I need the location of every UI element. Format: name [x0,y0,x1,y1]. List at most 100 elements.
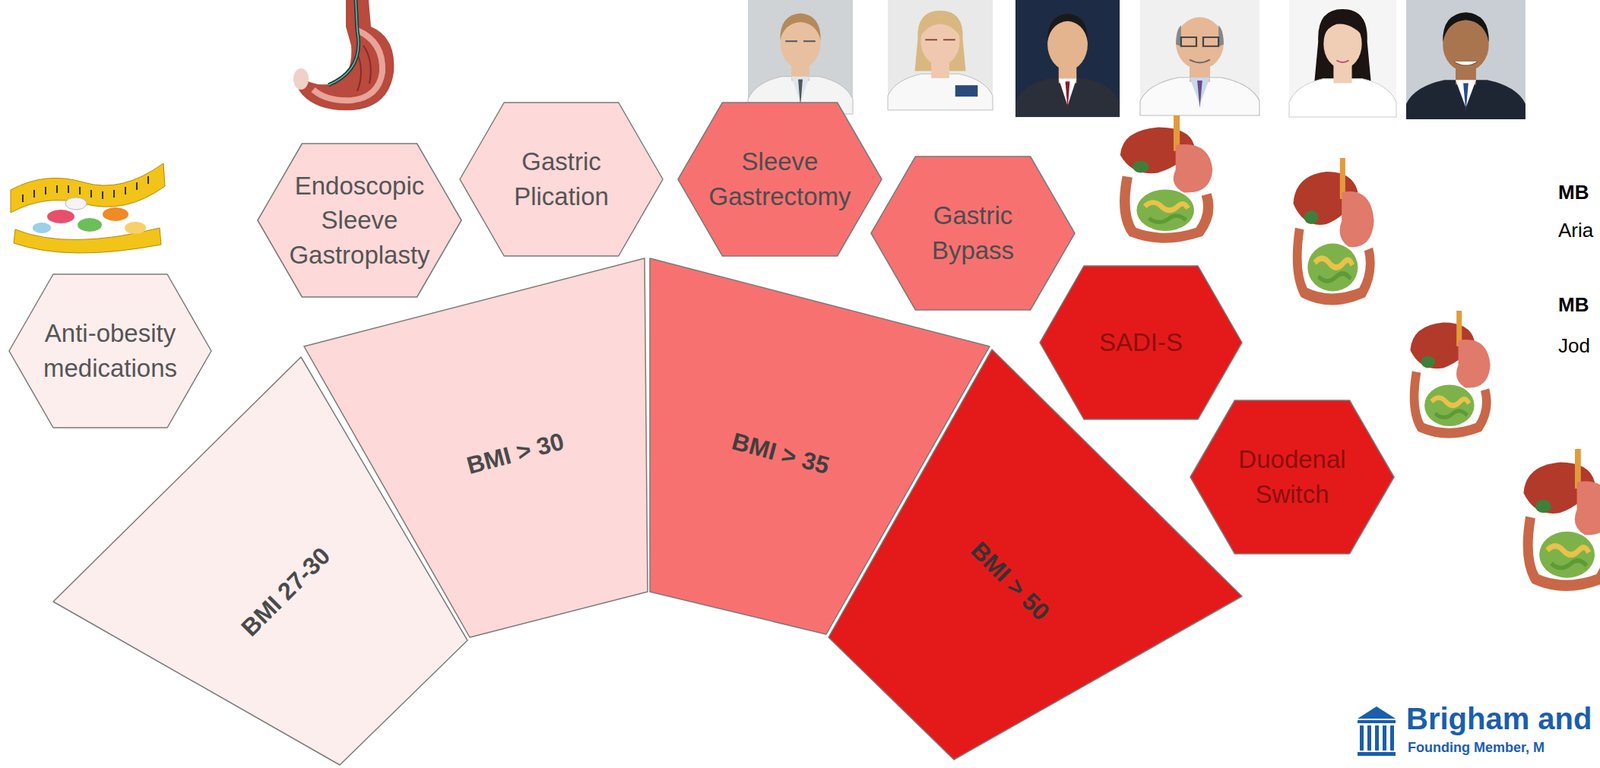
logo-icon-part [1357,706,1396,720]
bmi-band: BMI > 50 [828,349,1242,761]
endoscope-stomach-illustration-part [328,0,359,86]
procedure-name: Gastric Plication [485,144,638,214]
headshot-photo-part [1015,0,1120,118]
logo-icon-part [1357,752,1396,757]
headshot-photo-part [955,85,979,97]
logo-icon-part [1357,720,1396,724]
headshot-photo-part [1047,13,1088,42]
headshot-photo [1406,0,1526,120]
hexagon-shape [678,102,882,257]
headshot-photo-part [1313,9,1372,91]
hexagon-outline [8,273,213,429]
procedure-hexagon: Sleeve Gastrectomy [677,101,883,257]
tape-pills-illustration-part [22,176,149,203]
procedure-name: SADI-S [1099,325,1183,361]
headshot-photo-part [1336,60,1349,63]
logo-icon-part [1359,725,1364,751]
tape-pills-illustration-part [65,197,87,210]
headshot-photo-part [779,12,821,41]
hexagon-outline [459,101,664,257]
headshot-photo-part [1175,25,1224,46]
headshot-photo-part [1140,0,1260,116]
headshot-photo-part [1442,12,1490,43]
procedure-hexagon: Anti-obesity medications [8,273,213,429]
endoscope-stomach-illustration-part [297,0,395,111]
logo-icon-part [1390,725,1395,751]
headshot-photo-part [1289,78,1397,118]
headshot-photo-part [1323,16,1362,37]
headshot-photo-part [925,38,955,41]
band-shape [828,349,1242,761]
label-slot: Jod [1558,334,1591,359]
label-slot: MB [1558,293,1589,317]
headshot-photo [1289,0,1397,118]
side-heading: MB [1558,293,1589,317]
headshot-photo [887,0,993,111]
headshot-photo-part [1015,78,1120,118]
bmi-band: BMI > 30 [304,258,648,638]
procedure-name: Endoscopic Sleeve Gastroplasty [283,168,436,273]
hexagon-shape [459,102,663,257]
headshot-photo-part [1463,82,1469,111]
headshot-photo [1015,0,1120,118]
logo-text: Brigham and [1406,700,1592,738]
tape-pills-illustration-part [77,218,102,232]
headshot-photo-part [1197,80,1203,108]
band-outline [828,349,1242,761]
tape-pills-illustration-part [102,207,129,222]
headshot-photo [747,0,853,115]
headshot-photo-part [1189,59,1211,63]
logo-icon-part [1375,725,1379,751]
endoscope-stomach-illustration-part [328,0,359,86]
endoscope-stomach-illustration-part [293,68,309,90]
procedure-name: Sleeve Gastrectomy [703,144,856,214]
procedure-name: Anti-obesity medications [34,316,187,386]
headshot-photo-part [747,0,853,115]
hexagon-shape [257,143,462,298]
procedure-hexagon: Gastric Bypass [870,155,1076,311]
tape-pills-illustration-part [32,222,51,234]
band-shape [304,258,648,638]
headshot-photo-part [1175,17,1224,70]
endoscope-stomach-illustration-part [313,30,383,101]
tape-pills-illustration [10,163,165,254]
logo-icon-part [1382,725,1387,751]
procedure-hexagon: Duodenal Switch [1189,399,1395,555]
procedure-name: Duodenal Switch [1216,442,1369,512]
hexagon-shape [871,156,1075,311]
headshot-photo-part [1140,77,1260,116]
side-text: Jod [1558,334,1591,359]
label-slot: Founding Member, M [1407,740,1545,758]
headshot-photo-part [920,16,960,35]
anatomy-illustration-part [1523,449,1600,587]
hexagon-shape [1190,400,1395,555]
headshot-photo-part [887,73,993,111]
hexagon-outline [1189,399,1395,555]
headshot-photo-part [1181,37,1197,47]
headshot-photo-part [914,10,966,71]
headshot-photo [1140,0,1260,116]
procedure-hexagon: SADI-S [1039,265,1243,421]
procedure-hexagon: Gastric Plication [459,101,664,257]
headshot-photo-part [1406,79,1526,120]
tape-pills-illustration-part [124,221,146,235]
endoscope-stomach-illustration [293,0,394,111]
procedure-hexagon: Endoscopic Sleeve Gastroplasty [256,142,463,298]
procedure-name: Gastric Bypass [896,198,1049,268]
headshot-photo-part [785,40,815,42]
tape-pills-illustration-part [10,163,165,213]
headshot-photo-part [920,16,960,66]
band-outline [304,258,648,638]
headshot-photo-part [1406,0,1526,120]
label-slot: MB [1558,180,1589,205]
headshot-photo-part [1454,61,1478,66]
side-heading: MB [1558,180,1589,205]
hexagon-shape [9,274,212,428]
logo-icon-part [1367,725,1372,751]
anatomy-illustration-part [1292,158,1374,300]
anatomy-illustration-part [1120,115,1214,238]
logo-icon [1357,706,1396,757]
label-slot: Aria [1558,218,1594,243]
